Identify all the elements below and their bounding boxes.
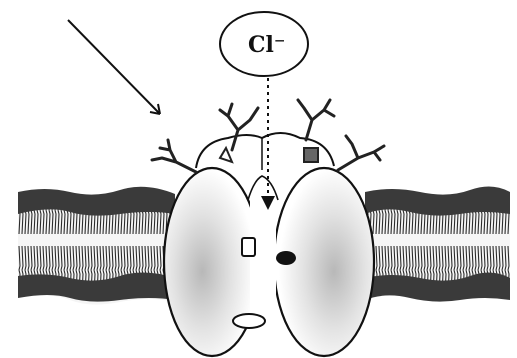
base-marker [233, 314, 265, 328]
gate-marker-left [242, 238, 255, 256]
ion-label: Cl⁻ [248, 32, 285, 58]
arrow-icon [68, 20, 160, 114]
gate-marker-right [276, 251, 296, 265]
